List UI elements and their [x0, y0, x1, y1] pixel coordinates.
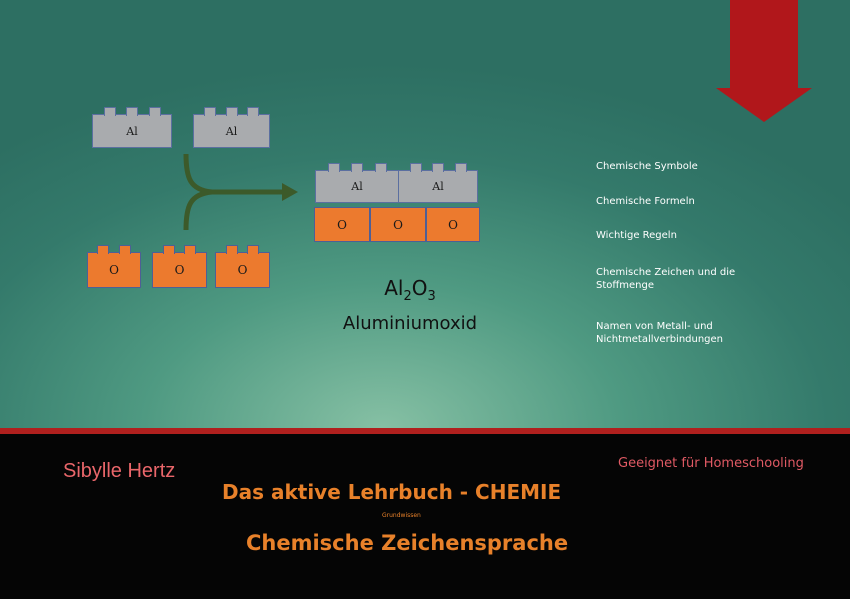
topic-item: Chemische Symbole [596, 161, 698, 172]
topic-item: Chemische Zeichen und die Stoffmenge [596, 267, 736, 291]
brick-label: O [337, 217, 347, 232]
product-oxygen-brick: O [314, 207, 370, 242]
oxygen-brick: O [215, 245, 270, 288]
brick-label: O [448, 217, 458, 232]
topic-item: Namen von Metall- und Nichtmetallverbind… [596, 321, 724, 345]
cover-board: Al Al O O O Al Al O O O Al2O3 Al [0, 0, 850, 428]
aluminium-brick: Al [193, 107, 270, 148]
book-subtitle: Chemische Zeichensprache [246, 531, 569, 555]
cover-footer [0, 434, 850, 599]
homeschooling-note: Geeignet für Homeschooling [618, 456, 804, 471]
brick-label: O [109, 263, 119, 277]
oxygen-brick: O [152, 245, 207, 288]
topic-item: Chemische Formeln [596, 196, 695, 207]
product-aluminium-brick: Al [398, 163, 478, 203]
oxygen-brick: O [87, 245, 141, 288]
book-subtitle-small: Grundwissen [382, 512, 421, 519]
formula-element: Al [384, 276, 404, 300]
brick-label: O [393, 217, 403, 232]
brick-label: Al [351, 180, 363, 193]
formula-subscript: 2 [403, 289, 412, 304]
compound-name: Aluminiumoxid [342, 313, 478, 334]
brick-label: O [237, 263, 248, 277]
product-aluminium-brick: Al [315, 163, 399, 203]
formula-subscript: 3 [427, 289, 436, 304]
aluminium-brick: Al [92, 107, 172, 148]
brick-label: Al [432, 180, 444, 193]
product-oxygen-brick: O [426, 207, 480, 242]
author-name: Sibylle Hertz [63, 460, 176, 482]
book-title: Das aktive Lehrbuch - CHEMIE [222, 480, 562, 504]
brick-label: O [174, 263, 185, 277]
down-arrow-icon [716, 0, 812, 122]
brick-label: Al [126, 124, 138, 138]
topic-item: Wichtige Regeln [596, 230, 677, 241]
formula-element: O [411, 276, 428, 300]
reaction-arrow-icon [183, 153, 298, 231]
product-oxygen-brick: O [370, 207, 426, 242]
divider-line [0, 428, 850, 434]
chemical-formula: Al2O3 [370, 276, 450, 304]
brick-label: Al [225, 124, 238, 138]
